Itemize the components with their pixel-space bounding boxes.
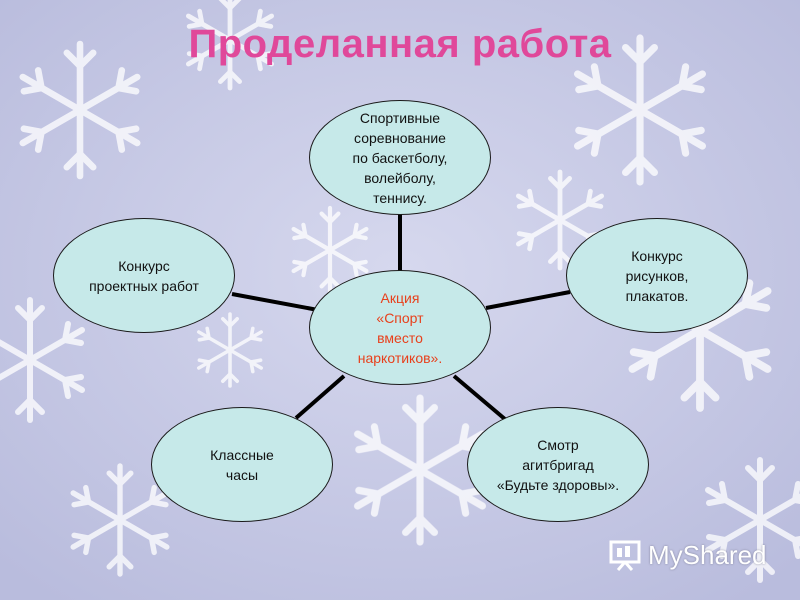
- node-center-campaign: Акция «Спорт вместо наркотиков».: [309, 270, 491, 385]
- node-class-hours: Классные часы: [151, 407, 333, 522]
- node-center-campaign-text: Акция «Спорт вместо наркотиков».: [357, 289, 443, 366]
- page-title: Проделанная работа: [188, 22, 612, 66]
- node-agitation-review: Смотр агитбригад «Будьте здоровы».: [467, 407, 649, 522]
- presentation-board-icon: [609, 540, 641, 571]
- node-sports-competitions: Спортивные соревнование по баскетболу, в…: [309, 100, 491, 215]
- connector-bottom-left: [294, 374, 346, 420]
- connector-left: [231, 292, 319, 312]
- node-sports-competitions-text: Спортивные соревнование по баскетболу, в…: [352, 109, 448, 206]
- node-drawing-contest: Конкурс рисунков, плакатов.: [566, 218, 748, 333]
- node-class-hours-text: Классные часы: [210, 446, 274, 483]
- node-drawing-contest-text: Конкурс рисунков, плакатов.: [625, 247, 689, 304]
- node-agitation-review-text: Смотр агитбригад «Будьте здоровы».: [496, 436, 620, 493]
- node-project-contest: Конкурс проектных работ: [53, 218, 235, 333]
- connector-bottom-right: [452, 374, 508, 422]
- node-project-contest-text: Конкурс проектных работ: [89, 257, 199, 294]
- connector-lines: [231, 214, 571, 422]
- watermark: MyShared: [608, 538, 767, 572]
- watermark-text: MyShared: [648, 539, 767, 570]
- connector-right: [485, 290, 571, 310]
